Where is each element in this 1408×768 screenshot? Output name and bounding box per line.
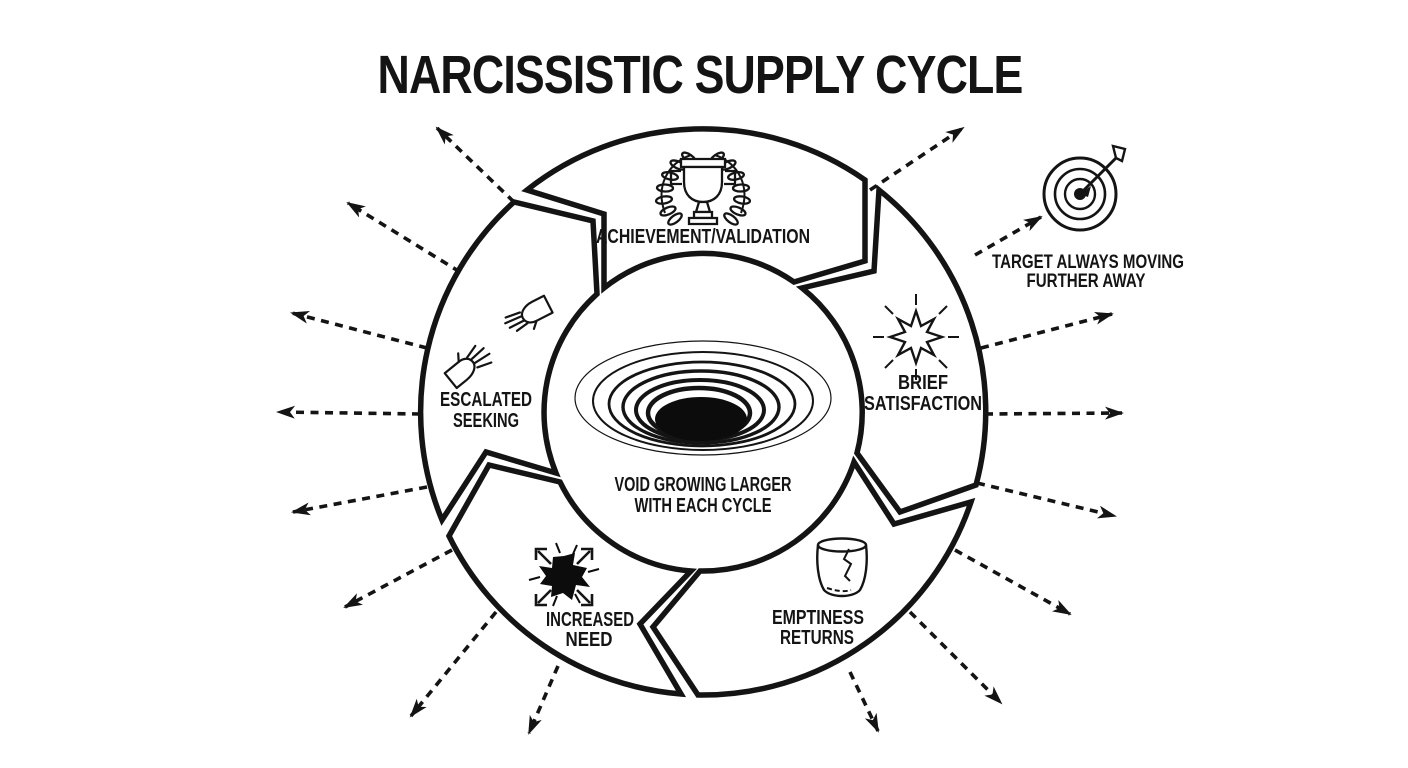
- dashed-arrow: [984, 406, 1124, 420]
- hand-upper: [504, 294, 554, 332]
- dashed-arrow: [976, 481, 1117, 519]
- dashed-arrow: [409, 610, 498, 718]
- hand-lower: [443, 344, 493, 390]
- splatter-arrows: [534, 547, 594, 607]
- stage-label-emptiness-line2: RETURNS: [780, 627, 854, 649]
- stage-label-achievement: ACHIEVEMENT/VALIDATION: [596, 226, 810, 248]
- stage-label-escalated-line2: SEEKING: [453, 410, 519, 432]
- cycle-segment-emptiness-returns: [649, 455, 976, 698]
- dashed-arrow: [848, 671, 880, 733]
- dashed-arrow: [291, 485, 428, 516]
- dashed-arrow: [980, 311, 1114, 350]
- dashed-arrow: [527, 665, 560, 735]
- dashed-arrow: [343, 548, 453, 609]
- splatter-icon: [528, 542, 600, 607]
- annotation-line2: FURTHER AWAY: [1027, 271, 1146, 292]
- dashed-arrow: [908, 610, 1003, 705]
- stage-label-increased-line2: NEED: [566, 629, 613, 651]
- cycle-segment-brief-satisfaction: [795, 184, 989, 516]
- dashed-arrow: [869, 126, 965, 192]
- trophy-cup: [669, 157, 737, 226]
- void-label-line1: VOID GROWING LARGER: [615, 474, 792, 496]
- stage-label-increased-line1: INCREASED: [546, 609, 634, 631]
- stage-label-emptiness-line1: EMPTINESS: [772, 607, 864, 629]
- laurel-branch-right: [708, 151, 752, 226]
- reaching-hands-icon: [443, 294, 554, 390]
- dashed-arrow-to-target: [974, 215, 1043, 257]
- annotation-line1: TARGET ALWAYS MOVING: [992, 252, 1184, 273]
- stage-label-brief-line2: SATISFACTION: [864, 393, 982, 415]
- trophy-laurel-icon: [654, 151, 752, 226]
- dashed-arrow: [346, 201, 461, 274]
- void-label-line2: WITH EACH CYCLE: [635, 495, 772, 517]
- void-spiral-icon: [574, 340, 832, 456]
- page-title: NARCISSISTIC SUPPLY CYCLE: [378, 45, 1023, 105]
- dashed-arrow: [954, 548, 1072, 616]
- dashed-arrow: [276, 405, 421, 419]
- target-arrow-icon: [1042, 144, 1127, 232]
- radiating-arrows: [276, 126, 1124, 735]
- cycle-segment-escalated-seeking: [417, 198, 600, 526]
- starburst-icon: [873, 294, 959, 380]
- dashed-arrow: [435, 126, 516, 204]
- cracked-vessel-icon: [816, 537, 868, 598]
- stage-label-escalated-line1: ESCALATED: [440, 389, 532, 411]
- dashed-arrow: [290, 310, 428, 350]
- stage-label-brief-line1: BRIEF: [898, 372, 948, 394]
